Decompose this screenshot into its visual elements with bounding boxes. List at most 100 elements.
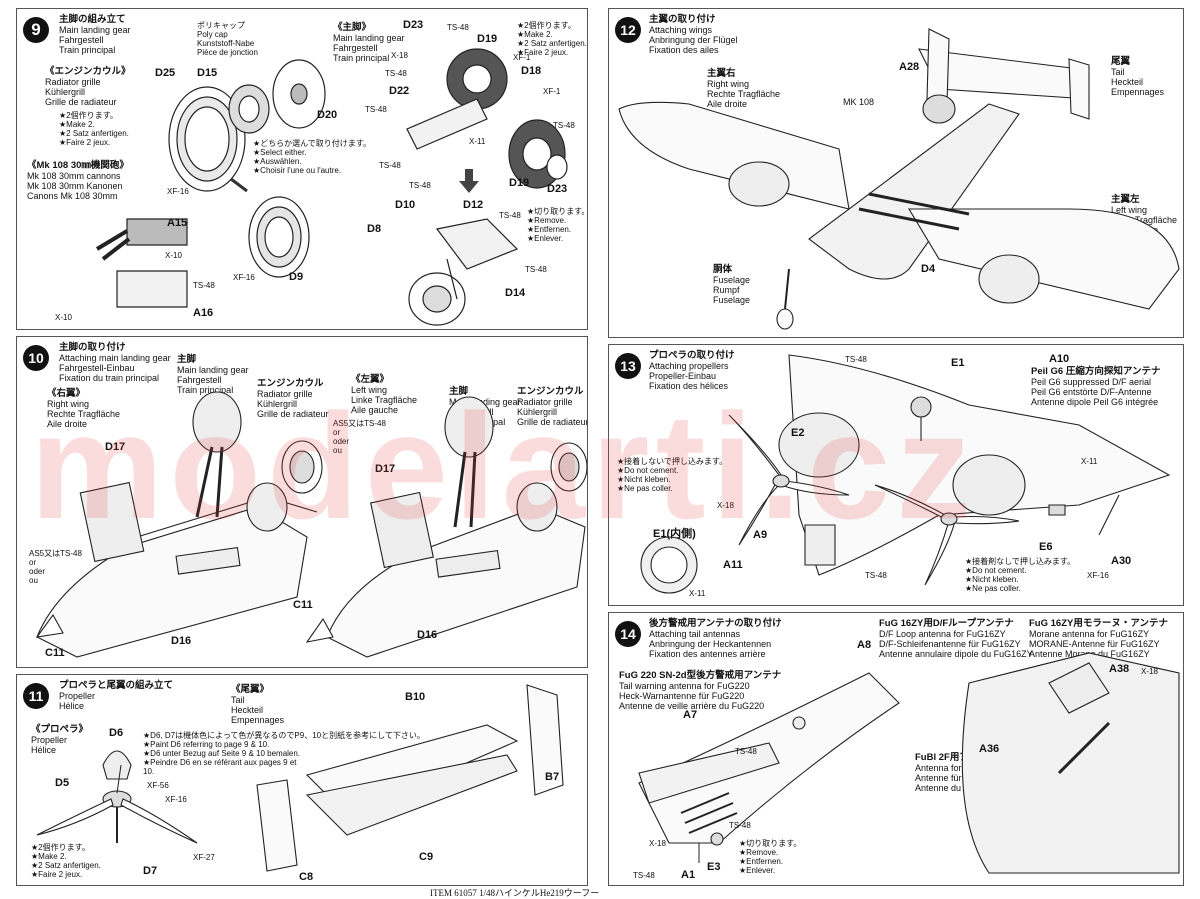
step-number-badge: 11 — [23, 683, 49, 709]
part-a36: A36 — [979, 743, 1000, 755]
propeller-left — [875, 485, 1019, 585]
paint-ts48-g: TS-48 — [409, 181, 431, 190]
paint-ts48-d: TS-48 — [365, 105, 387, 114]
cannon-base-a16 — [117, 271, 187, 307]
paint-xf1-b: XF-1 — [543, 87, 561, 96]
left-wing — [909, 209, 1179, 309]
part-d22: D22 — [389, 85, 410, 97]
part-b10: B10 — [405, 691, 426, 703]
part-a7: A7 — [683, 709, 698, 721]
part-a30: A30 — [1111, 555, 1132, 567]
prop-blade-3 — [117, 765, 121, 793]
wing-spar-d4-a — [869, 194, 969, 214]
paint-x18: X-18 — [717, 501, 734, 510]
part-d20: D20 — [317, 109, 338, 121]
engine-nacelle-right — [247, 483, 287, 531]
part-c8: C8 — [299, 871, 314, 883]
step-13-illustration — [609, 345, 1184, 606]
hubcap-d23 — [547, 155, 567, 179]
part-d23-lower: D23 — [547, 183, 568, 195]
mk108-label: MK 108 — [843, 97, 875, 107]
part-e2: E2 — [791, 427, 805, 439]
right-engine — [779, 413, 859, 477]
down-arrow — [459, 169, 479, 193]
paint-x10-b: X-10 — [55, 313, 72, 322]
tailplane — [639, 743, 779, 803]
part-a28: A28 — [899, 61, 920, 73]
part-a8: A8 — [857, 639, 872, 651]
paint-x11-b: X-11 — [689, 589, 706, 598]
tailplane-c9 — [307, 755, 517, 835]
paint-x18-a: X-18 — [649, 839, 666, 848]
part-d5: D5 — [55, 777, 70, 789]
paint-xf56: XF-56 — [147, 781, 169, 790]
fin-b7 — [527, 685, 563, 795]
paint-ts48-b: TS-48 — [633, 871, 655, 880]
part-d23-upper: D23 — [403, 19, 424, 31]
left-engine — [953, 455, 1025, 515]
part-d4: D4 — [921, 263, 936, 275]
gear-frame-d22 — [407, 99, 487, 149]
spinner-right — [773, 475, 789, 487]
canopy-a38 — [1049, 663, 1109, 713]
cannon-housing-a28 — [923, 95, 955, 123]
gear-wheel-left — [445, 397, 493, 457]
part-d14: D14 — [505, 287, 526, 299]
part-a9: A9 — [753, 529, 768, 541]
wing-spar-d4-b — [859, 209, 959, 229]
step-number-badge: 13 — [615, 353, 641, 379]
paint-ts48-a: TS-48 — [735, 747, 757, 756]
part-b7: B7 — [545, 771, 560, 783]
select-double-arrow — [231, 179, 247, 191]
spinner-left — [941, 513, 957, 525]
part-d17-right: D17 — [105, 441, 126, 453]
part-d7: D7 — [143, 865, 158, 877]
gear-a11 — [805, 525, 835, 565]
part-d17-left: D17 — [375, 463, 396, 475]
part-d16-right: D16 — [171, 635, 192, 647]
gear-door-d16-right — [176, 548, 240, 574]
paint-xf1-a: XF-1 — [513, 53, 531, 62]
spinner-d6 — [103, 751, 131, 779]
part-d16-left: D16 — [417, 629, 438, 641]
paint-x10-a: X-10 — [165, 251, 182, 260]
part-e6: E6 — [1039, 541, 1053, 553]
paint-x18: X-18 — [391, 51, 408, 60]
paint-ts48-a: TS-48 — [845, 355, 867, 364]
step-11-illustration — [17, 675, 588, 886]
step-10-illustration — [17, 337, 588, 668]
left-engine — [979, 255, 1039, 303]
propeller-right — [729, 415, 849, 545]
antenna-a30 — [1099, 495, 1119, 535]
paint-x11: X-11 — [469, 137, 486, 146]
make-two-note-gear: ★2個作ります。★Make 2.★2 Satz anfertigen.★Fair… — [517, 21, 587, 57]
paint-xf16-a: XF-16 — [167, 187, 189, 196]
part-c11-right: C11 — [45, 647, 65, 659]
part-d9: D9 — [289, 271, 304, 283]
paint-ts48-h: TS-48 — [499, 211, 521, 220]
part-d18: D18 — [521, 65, 542, 77]
part-a38: A38 — [1109, 663, 1130, 675]
antenna-a7 — [681, 793, 729, 813]
